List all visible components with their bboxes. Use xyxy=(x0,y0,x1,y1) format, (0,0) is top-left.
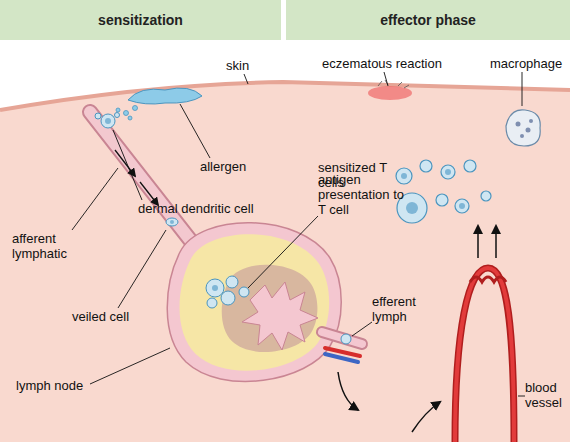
flow-arrow xyxy=(412,402,440,432)
vein xyxy=(325,354,358,362)
veiled-cell xyxy=(166,218,178,226)
header-text: sensitization xyxy=(98,12,183,28)
blood-vessel xyxy=(455,268,514,442)
leader-lines xyxy=(72,72,525,396)
lymphatic-lumen xyxy=(90,112,198,250)
lymph-node xyxy=(167,223,341,382)
t-cells xyxy=(396,160,491,223)
blood-vessel xyxy=(455,268,514,442)
macrophage xyxy=(506,110,540,146)
t-cell xyxy=(341,334,351,344)
flow-arrow xyxy=(338,372,358,410)
capillary-coil xyxy=(470,277,506,282)
t-cell-nuclei xyxy=(401,169,465,214)
efferent-lymphatic xyxy=(322,332,362,344)
part-label: dermal dendritic cell xyxy=(138,201,254,216)
eczema xyxy=(368,86,412,100)
part-label: afferent lymphatic xyxy=(12,231,84,261)
flow-arrow xyxy=(495,226,497,258)
part-label: efferent lymph xyxy=(372,294,432,324)
part-label: macrophage xyxy=(490,56,562,71)
skin-scale xyxy=(378,80,409,88)
part-label: eczematous reaction xyxy=(322,56,442,71)
flow-arrow xyxy=(477,226,479,258)
flow-arrow xyxy=(115,150,135,176)
phase-header: effector phase xyxy=(286,0,570,40)
allergen-blob xyxy=(128,88,202,104)
header-text: effector phase xyxy=(380,12,476,28)
part-label: skin xyxy=(226,58,249,73)
dendritic-cell xyxy=(95,113,120,129)
part-label: blood vessel xyxy=(525,380,567,410)
lymphatic-wall xyxy=(90,112,198,250)
part-label: veiled cell xyxy=(72,309,129,324)
part-label: allergen xyxy=(200,159,246,174)
part-label: sensitized T cells xyxy=(318,160,390,190)
efferent-lymphatic xyxy=(322,332,362,344)
phase-header: sensitization xyxy=(0,0,281,40)
part-label: lymph node xyxy=(16,378,83,393)
allergen-particles xyxy=(116,106,138,121)
